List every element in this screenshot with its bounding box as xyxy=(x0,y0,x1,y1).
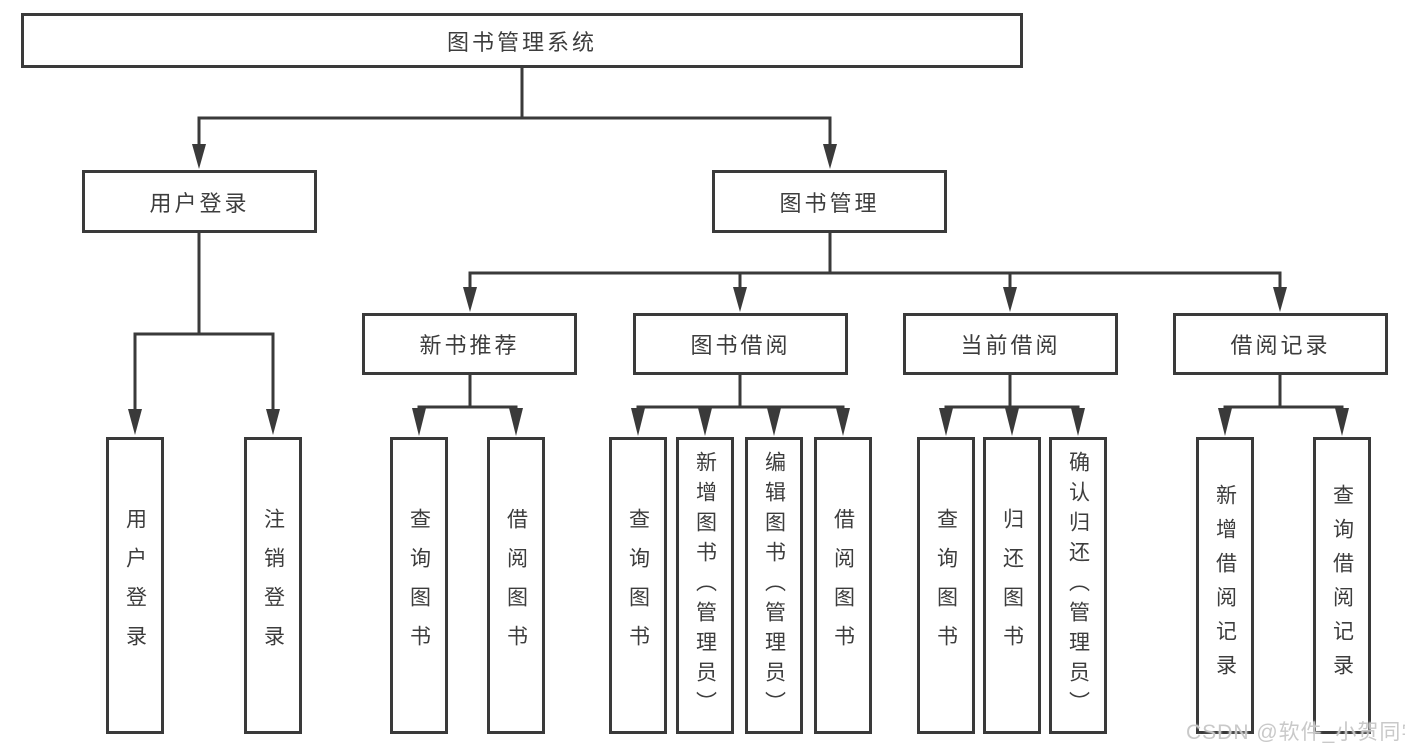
node-label: 图书管理系统 xyxy=(446,29,597,55)
arrowhead xyxy=(631,408,645,436)
arrowhead xyxy=(1005,408,1019,436)
leaf-label: 归还图书 xyxy=(1000,507,1024,664)
leaf-label: 新增借阅记录 xyxy=(1213,483,1237,688)
arrowhead xyxy=(266,409,280,435)
leaf-query-borrow-record: 查询借阅记录 xyxy=(1313,437,1371,734)
leaf-logout: 注销登录 xyxy=(244,437,302,734)
arrowhead xyxy=(733,287,747,312)
leaf-borrow-books: 借阅图书 xyxy=(814,437,872,734)
leaf-label: 查询图书 xyxy=(626,507,650,664)
node-library-management-system: 图书管理系统 xyxy=(21,13,1023,68)
node-borrow-records: 借阅记录 xyxy=(1173,313,1388,375)
leaf-query-books-recommend: 查询图书 xyxy=(390,437,448,734)
arrowhead xyxy=(939,408,953,436)
arrowhead xyxy=(128,409,142,435)
node-user-login: 用户登录 xyxy=(82,170,317,233)
watermark: CSDN @软件_小贺同学 xyxy=(1186,721,1405,744)
arrowhead xyxy=(412,408,426,436)
arrowhead xyxy=(1218,408,1232,436)
node-new-book-recommend: 新书推荐 xyxy=(362,313,577,375)
leaf-confirm-return-admin: 确认归还（管理员） xyxy=(1049,437,1107,734)
leaf-user-login: 用户登录 xyxy=(106,437,164,734)
arrowhead xyxy=(1071,408,1085,436)
leaf-label: 编辑图书（管理员） xyxy=(762,450,786,721)
leaf-label: 借阅图书 xyxy=(831,507,855,664)
arrowhead xyxy=(767,408,781,436)
node-book-management: 图书管理 xyxy=(712,170,947,233)
arrowhead xyxy=(823,144,837,169)
node-label: 用户登录 xyxy=(149,190,250,216)
arrowhead xyxy=(463,287,477,312)
leaf-label: 查询图书 xyxy=(934,507,958,664)
arrowhead xyxy=(509,408,523,436)
arrowhead xyxy=(836,408,850,436)
leaf-edit-book-admin: 编辑图书（管理员） xyxy=(745,437,803,734)
leaf-add-borrow-record: 新增借阅记录 xyxy=(1196,437,1254,734)
leaf-label: 查询图书 xyxy=(407,507,431,664)
leaf-query-books-current: 查询图书 xyxy=(917,437,975,734)
leaf-add-book-admin: 新增图书（管理员） xyxy=(676,437,734,734)
arrowhead xyxy=(192,144,206,169)
node-label: 借阅记录 xyxy=(1230,333,1331,358)
node-current-borrow: 当前借阅 xyxy=(903,313,1118,375)
arrowhead xyxy=(1003,287,1017,312)
node-label: 新书推荐 xyxy=(419,333,520,358)
leaf-query-books-borrow: 查询图书 xyxy=(609,437,667,734)
leaf-label: 用户登录 xyxy=(123,507,147,664)
arrowhead xyxy=(698,408,712,436)
node-book-borrow: 图书借阅 xyxy=(633,313,848,375)
node-label: 当前借阅 xyxy=(960,333,1061,358)
leaf-label: 查询借阅记录 xyxy=(1330,483,1354,688)
leaf-label: 借阅图书 xyxy=(504,507,528,664)
leaf-label: 注销登录 xyxy=(261,507,285,664)
arrowhead xyxy=(1335,408,1349,436)
node-label: 图书管理 xyxy=(779,190,880,216)
arrowhead xyxy=(1273,287,1287,312)
node-label: 图书借阅 xyxy=(690,333,791,358)
leaf-label: 新增图书（管理员） xyxy=(693,450,717,721)
leaf-label: 确认归还（管理员） xyxy=(1066,450,1090,721)
leaf-borrow-books-recommend: 借阅图书 xyxy=(487,437,545,734)
leaf-return-book: 归还图书 xyxy=(983,437,1041,734)
